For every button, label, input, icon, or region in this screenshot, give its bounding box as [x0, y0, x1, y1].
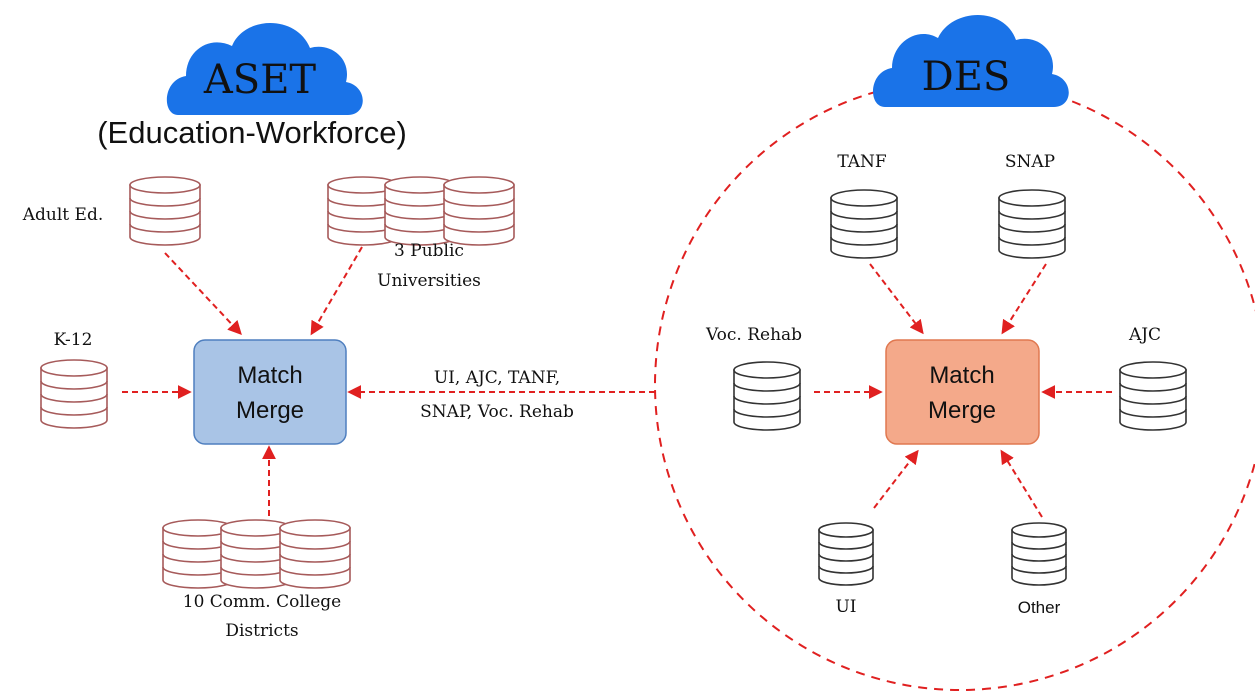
des-cloud-icon: DES	[873, 15, 1069, 107]
des-match-merge-box: Match Merge	[885, 339, 1040, 445]
des-hub-label-line2: Merge	[928, 397, 996, 424]
link-label-line1: UI, AJC, TANF,	[434, 368, 560, 388]
adult-ed-database-icon	[129, 176, 201, 246]
arrow-universities-to-hub	[310, 246, 363, 336]
aset-cloud-icon: ASET	[166, 23, 363, 115]
adult-ed-label: Adult Ed.	[22, 205, 103, 225]
k12-label: K-12	[54, 330, 93, 350]
k12-database-icon	[40, 359, 108, 429]
snap-database-icon	[998, 189, 1066, 259]
arrow-tanf-to-hub	[869, 263, 924, 335]
tanf-database-icon	[830, 189, 898, 259]
aset-hub-label-line2: Merge	[236, 397, 304, 424]
aset-hub-rect	[193, 339, 347, 445]
des-hub-label-line1: Match	[929, 362, 994, 389]
aset-hub-label-line1: Match	[237, 362, 302, 389]
universities-label-line2: Universities	[377, 271, 481, 291]
comm-college-label-line2: Districts	[225, 621, 298, 641]
aset-subtitle: (Education-Workforce)	[97, 115, 407, 150]
comm-college-3-database-icon	[279, 519, 351, 589]
universities-label-line1: 3 Public	[394, 241, 464, 261]
voc-rehab-label: Voc. Rehab	[705, 325, 802, 345]
ajc-label: AJC	[1128, 325, 1161, 345]
other-label: Other	[1018, 598, 1061, 617]
ajc-database-icon	[1119, 361, 1187, 431]
ui-label: UI	[835, 597, 856, 617]
snap-label: SNAP	[1005, 152, 1055, 172]
comm-college-label-line1: 10 Comm. College	[183, 592, 341, 612]
aset-cloud-label: ASET	[203, 57, 316, 103]
arrow-other-to-hub	[1000, 449, 1043, 518]
tanf-label: TANF	[837, 152, 887, 172]
arrow-adult-ed-to-hub	[164, 252, 242, 336]
aset-match-merge-box: Match Merge	[193, 339, 347, 445]
university-3-database-icon	[443, 176, 515, 246]
arrow-snap-to-hub	[1001, 263, 1047, 335]
des-hub-rect	[885, 339, 1040, 445]
des-cloud-label: DES	[922, 54, 1011, 100]
arrow-ui-to-hub	[873, 449, 919, 509]
other-database-icon	[1011, 522, 1067, 586]
ui-database-icon	[818, 522, 874, 586]
link-label-line2: SNAP, Voc. Rehab	[420, 402, 574, 422]
voc-rehab-database-icon	[733, 361, 801, 431]
